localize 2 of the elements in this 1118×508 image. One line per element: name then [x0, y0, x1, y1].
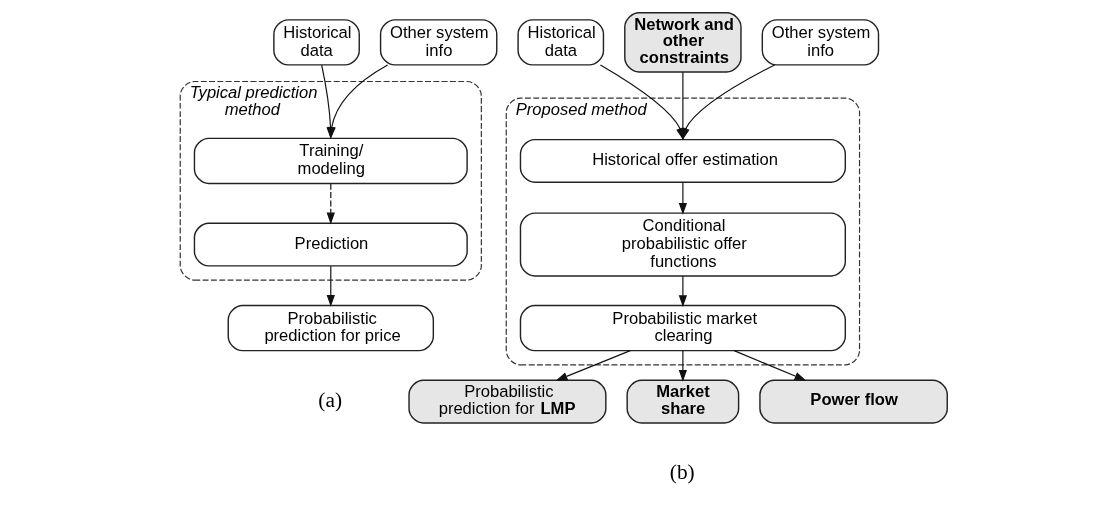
label: (a) [318, 387, 343, 412]
label: (b) [669, 460, 695, 485]
